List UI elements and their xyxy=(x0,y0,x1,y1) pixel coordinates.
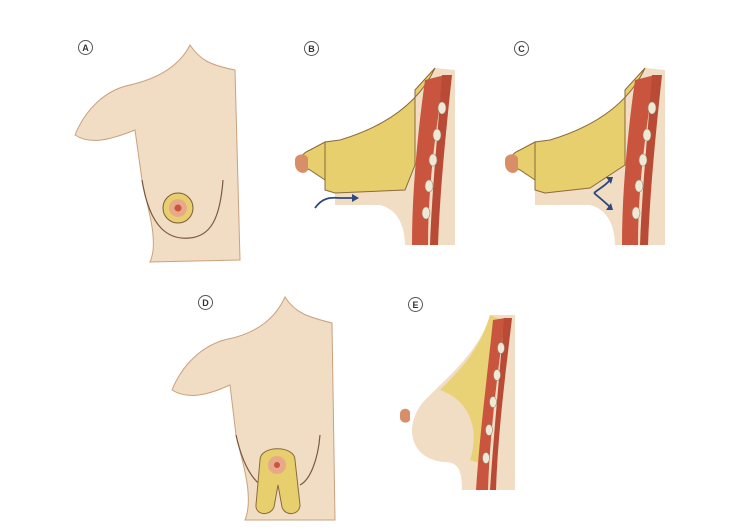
panel-label-a: A xyxy=(78,40,93,55)
panel-label-c: C xyxy=(514,41,529,56)
panel-label-e: E xyxy=(408,297,423,312)
panel-b: B xyxy=(280,30,480,250)
panel-a: A xyxy=(60,30,260,270)
panel-e: E xyxy=(390,290,540,500)
panel-label-b: B xyxy=(304,41,319,56)
panel-label-d: D xyxy=(198,295,213,310)
sagittal-section-e xyxy=(400,315,515,490)
panel-c: C xyxy=(490,30,690,250)
frontal-torso-flaps-illustration xyxy=(171,295,336,521)
frontal-torso-illustration xyxy=(74,44,241,263)
sagittal-section-b xyxy=(295,67,455,245)
panel-d: D xyxy=(160,285,360,525)
sagittal-section-c xyxy=(505,67,665,245)
